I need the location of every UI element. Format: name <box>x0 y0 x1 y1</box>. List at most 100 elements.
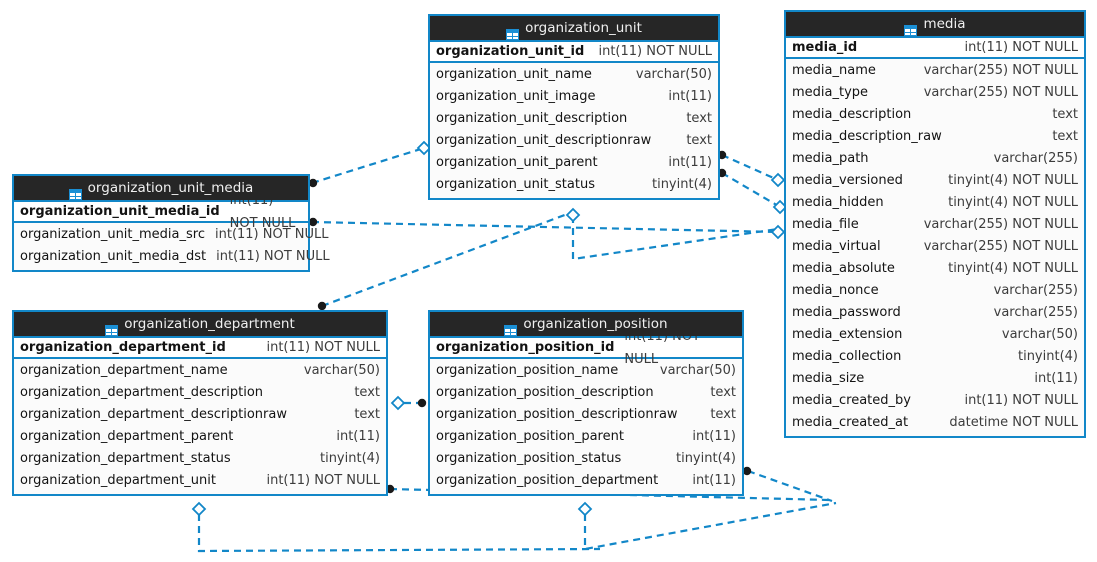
link-department-parent-self <box>197 514 601 553</box>
field-name: media_nonce <box>792 283 879 298</box>
entity-fields-organization-unit-media: organization_unit_media_src int(11) NOT N… <box>14 223 330 270</box>
primary-key-row: media_id int(11) NOT NULL <box>786 36 1084 59</box>
field-name: media_absolute <box>792 261 895 276</box>
diamond-media-left-a <box>770 172 786 188</box>
field-name: organization_unit_media_id <box>20 204 220 219</box>
entity-title-organization-position: organization_position <box>523 316 668 332</box>
field-row: organization_department_unit int(11) NOT … <box>14 470 386 492</box>
field-type: tinyint(4) NOT NULL <box>948 261 1078 276</box>
field-type: int(11) <box>1034 371 1078 386</box>
field-name: organization_position_id <box>436 340 615 355</box>
field-type: varchar(255) NOT NULL <box>923 85 1078 100</box>
field-name: media_path <box>792 151 869 166</box>
field-type: text <box>1052 107 1078 122</box>
field-name: organization_position_parent <box>436 429 624 444</box>
field-name: media_file <box>792 217 859 232</box>
field-type: int(11) NOT NULL <box>598 44 712 59</box>
field-name: organization_department_status <box>20 451 231 466</box>
field-type: varchar(255) NOT NULL <box>923 239 1078 254</box>
field-type: int(11) <box>692 429 736 444</box>
field-name: organization_unit_descriptionraw <box>436 133 652 148</box>
diamond-position-bottom <box>577 501 593 517</box>
field-type: text <box>686 111 712 126</box>
entity-organization-department[interactable]: organization_department organization_dep… <box>12 310 388 496</box>
field-name: media_created_by <box>792 393 911 408</box>
field-type: varchar(255) <box>993 305 1078 320</box>
primary-key-row: organization_unit_media_id int(11) NOT N… <box>14 193 308 231</box>
field-type: tinyint(4) <box>1017 349 1078 364</box>
field-type: text <box>354 385 380 400</box>
table-icon <box>504 320 518 336</box>
field-type: varchar(50) <box>1001 327 1078 342</box>
field-name: media_hidden <box>792 195 884 210</box>
field-type: tinyint(4) <box>319 451 380 466</box>
field-name: organization_department_description <box>20 385 264 400</box>
entity-fields-media: media_name varchar(255) NOT NULL media_ty… <box>786 59 1084 436</box>
entity-media[interactable]: media media_id int(11) NOT NULL media_na… <box>784 10 1086 438</box>
field-type: tinyint(4) <box>675 451 736 466</box>
field-name: media_name <box>792 63 876 78</box>
field-name: organization_unit_id <box>436 44 585 59</box>
link-position-parent-self <box>583 501 837 551</box>
field-type: varchar(50) <box>635 67 712 82</box>
entity-organization-unit[interactable]: organization_unit organization_unit_id i… <box>428 14 720 200</box>
field-name: organization_position_department <box>436 473 659 488</box>
field-name: organization_department_unit <box>20 473 216 488</box>
field-type: datetime NOT NULL <box>949 415 1078 430</box>
field-type: text <box>710 385 736 400</box>
field-name: organization_position_descriptionraw <box>436 407 678 422</box>
field-type: int(11) NOT NULL <box>215 227 329 242</box>
field-type: tinyint(4) NOT NULL <box>948 173 1078 188</box>
field-name: organization_department_descriptionraw <box>20 407 287 422</box>
field-row: organization_position_parent int(11) <box>430 426 742 448</box>
dot-department-top <box>317 301 327 311</box>
entity-header-organization-unit: organization_unit <box>430 16 718 40</box>
field-name: organization_unit_media_src <box>20 227 205 242</box>
field-type: int(11) NOT NULL <box>266 473 380 488</box>
field-type: text <box>710 407 736 422</box>
entity-title-organization-unit: organization_unit <box>525 20 642 36</box>
entity-organization-position[interactable]: organization_position organization_posit… <box>428 310 744 496</box>
diamond-department-bottom <box>191 501 207 517</box>
field-type: int(11) <box>692 473 736 488</box>
entity-header-organization-department: organization_department <box>14 312 386 336</box>
primary-key-row: organization_department_id int(11) NOT N… <box>14 336 386 359</box>
field-type: int(11) NOT NULL <box>964 393 1078 408</box>
link-department-unit-to-unit <box>321 211 571 308</box>
field-type: text <box>1052 129 1078 144</box>
field-name: media_type <box>792 85 869 100</box>
link-oum-to-unit <box>311 146 425 185</box>
field-type: int(11) <box>668 89 712 104</box>
dot-position-left <box>417 398 427 408</box>
field-type: tinyint(4) <box>651 177 712 192</box>
field-row: organization_department_status tinyint(4) <box>14 448 386 470</box>
entity-organization-unit-media[interactable]: organization_unit_media organization_uni… <box>12 174 330 272</box>
link-unit-image-to-media-a <box>721 153 779 182</box>
field-type: int(11) <box>336 429 380 444</box>
field-name: media_id <box>792 40 858 55</box>
field-row: organization_department_description text <box>14 382 386 404</box>
field-name: media_virtual <box>792 239 881 254</box>
field-type: varchar(50) <box>303 363 380 378</box>
